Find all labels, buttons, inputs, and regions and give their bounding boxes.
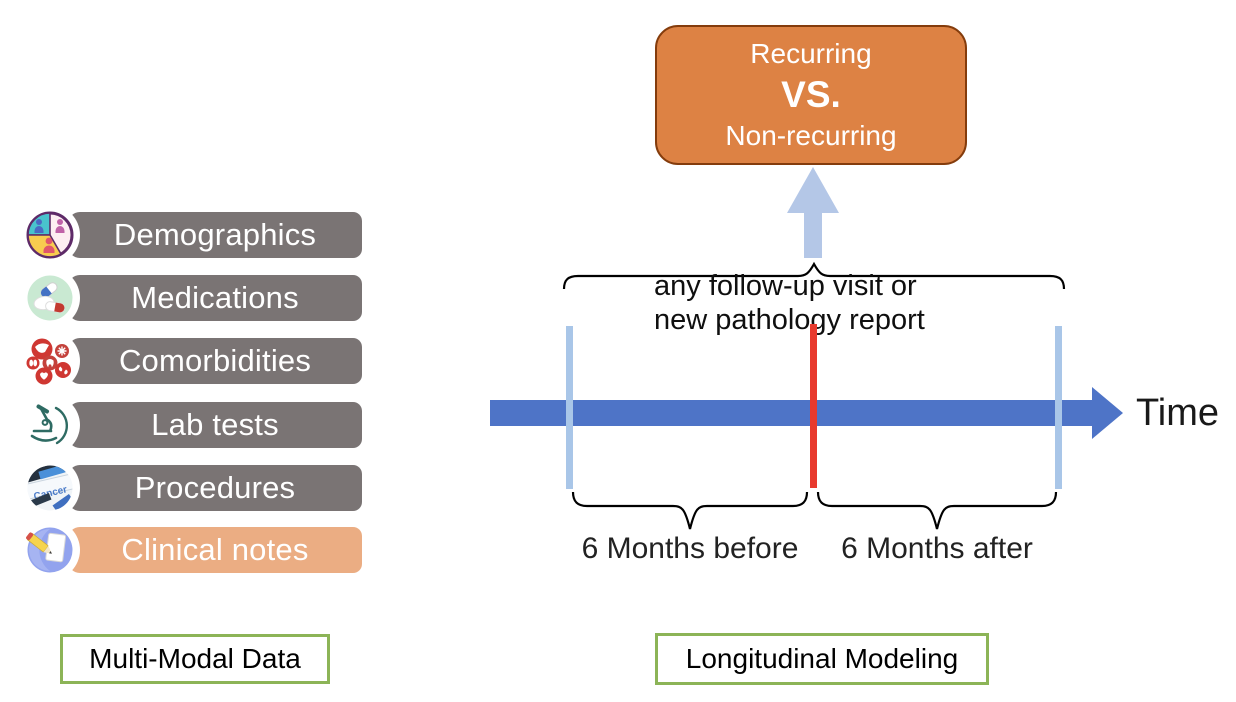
modality-bar: Procedures [68, 465, 362, 511]
modality-row-demographics: Demographics [0, 210, 400, 260]
modality-bar-highlighted: Clinical notes [68, 527, 362, 573]
after-period-label: 6 Months after [841, 532, 1033, 565]
longitudinal-modeling-caption-box: Longitudinal Modeling [655, 633, 989, 685]
modality-bar: Comorbidities [68, 338, 362, 384]
modality-label: Lab tests [151, 407, 279, 442]
clinical-notes-icon [25, 525, 75, 575]
after-period-brace [816, 491, 1058, 530]
demographics-icon [25, 210, 75, 260]
time-axis-label: Time [1136, 392, 1220, 434]
event-annotation: any follow-up visit or new pathology rep… [654, 269, 925, 337]
outcome-box: Recurring VS. Non-recurring [655, 25, 967, 165]
longitudinal-modeling-caption: Longitudinal Modeling [685, 643, 959, 674]
clinical-notes-icon-svg [26, 527, 73, 573]
modality-label: Demographics [113, 217, 317, 252]
modality-row-lab-tests: Lab tests [0, 400, 400, 450]
time-axis [490, 400, 1092, 426]
modality-label: Comorbidities [118, 343, 312, 378]
procedures-icon: Cancer [25, 463, 75, 513]
lab-tests-icon-svg [27, 402, 73, 448]
multimodal-data-caption: Multi-Modal Data [89, 643, 301, 674]
comorbidities-icon [25, 336, 75, 386]
window-start-tick [566, 326, 573, 489]
demographics-icon-svg [26, 211, 74, 259]
medications-icon-svg [27, 275, 73, 321]
before-period-label: 6 Months before [581, 532, 799, 565]
before-period-brace [571, 491, 809, 530]
time-axis-arrowhead-icon [1092, 387, 1123, 439]
modality-row-clinical-notes: Clinical notes [0, 525, 400, 575]
observation-window-top-brace [562, 261, 1066, 290]
outcome-line-vs: VS. [781, 74, 841, 115]
outcome-line-recurring: Recurring [750, 38, 872, 69]
index-event-line [810, 324, 817, 488]
modality-label: Procedures [134, 470, 296, 505]
modality-row-comorbidities: Comorbidities [0, 336, 400, 386]
window-end-tick [1055, 326, 1062, 489]
procedures-icon-svg: Cancer [27, 465, 73, 511]
event-annotation-line2: new pathology report [654, 304, 925, 336]
outcome-line-nonrecurring: Non-recurring [725, 120, 897, 151]
lab-tests-icon [25, 400, 75, 450]
modality-label: Clinical notes [121, 532, 309, 567]
modality-bar: Medications [68, 275, 362, 321]
modality-row-procedures: Cancer Procedures [0, 463, 400, 513]
up-arrow-icon [787, 167, 839, 258]
modality-row-medications: Medications [0, 273, 400, 323]
modality-label: Medications [131, 280, 299, 315]
event-annotation-line1: any follow-up visit or [654, 270, 917, 302]
medications-icon [25, 273, 75, 323]
modality-bar: Demographics [68, 212, 362, 258]
comorbidities-icon-svg [26, 338, 71, 385]
modality-bar: Lab tests [68, 402, 362, 448]
multimodal-data-caption-box: Multi-Modal Data [60, 634, 330, 684]
